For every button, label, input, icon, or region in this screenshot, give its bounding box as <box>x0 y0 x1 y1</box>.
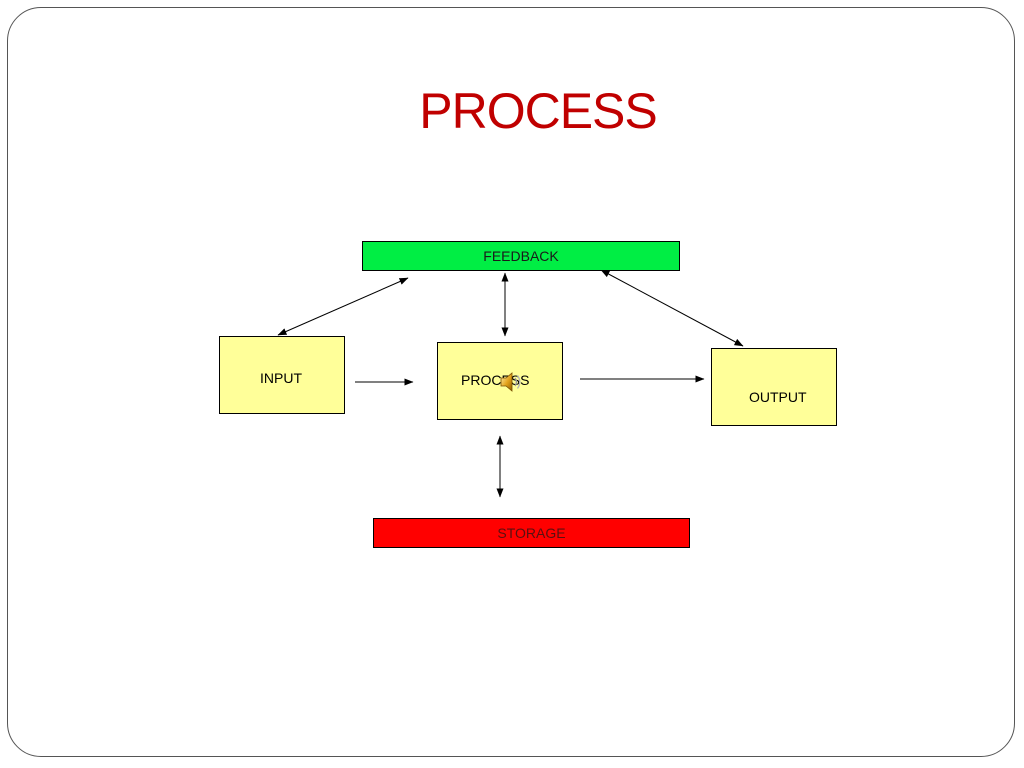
output-box: OUTPUT <box>711 348 837 426</box>
storage-box: STORAGE <box>373 518 690 548</box>
speaker-icon[interactable] <box>498 369 524 395</box>
storage-label: STORAGE <box>497 525 566 541</box>
slide-title: PROCESS <box>419 83 658 139</box>
process-box: PROCESS <box>437 342 563 420</box>
input-label: INPUT <box>260 370 302 386</box>
feedback-box: FEEDBACK <box>362 241 680 271</box>
output-label: OUTPUT <box>749 389 807 405</box>
feedback-output-connector <box>600 269 744 347</box>
input-box: INPUT <box>219 336 345 414</box>
feedback-label: FEEDBACK <box>483 248 559 264</box>
feedback-input-connector <box>277 277 409 336</box>
